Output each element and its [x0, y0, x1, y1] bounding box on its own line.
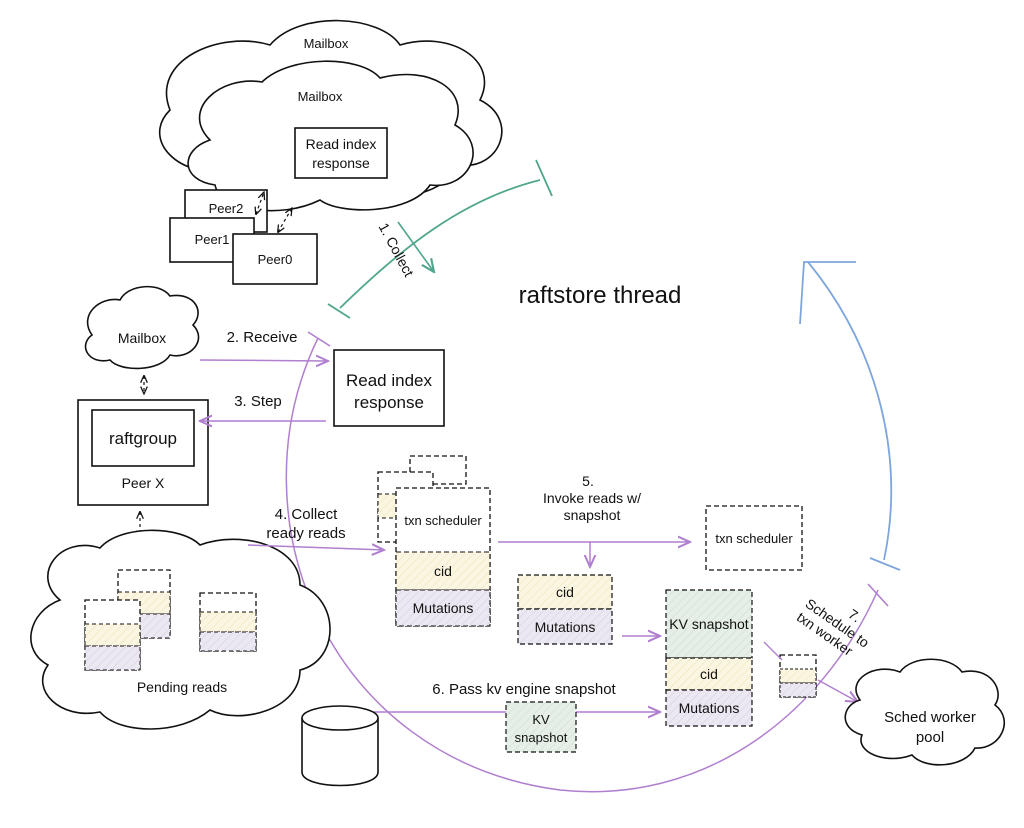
kv-cid-label: cid — [700, 666, 718, 682]
step-pass-kv-label: 6. Pass kv engine snapshot — [432, 681, 616, 698]
return-arc — [807, 261, 893, 561]
pending-read-stack-b — [84, 599, 141, 671]
txn-stack-card — [395, 487, 491, 627]
schedule-arrow — [817, 679, 858, 702]
top-read-index-response — [294, 127, 388, 179]
receive-arrow — [199, 360, 328, 361]
to-kv-small-arrow — [763, 641, 783, 661]
bottom-kv-line2: snapshot — [515, 730, 568, 745]
center-response-line1: Read index — [346, 371, 433, 390]
step-invoke-line2: Invoke reads w/ — [543, 490, 641, 506]
collect-arrow — [397, 221, 434, 272]
sched-pool-line1: Sched worker — [884, 709, 976, 726]
collect-arc — [339, 179, 541, 309]
step-collect-ready-line2: ready reads — [266, 525, 345, 542]
peer0-box — [232, 233, 318, 285]
sched-pool-line2: pool — [916, 729, 944, 746]
left-mailbox-label: Mailbox — [118, 330, 166, 346]
collect-arc-tick-a — [327, 303, 351, 319]
center-response-line2: response — [354, 393, 424, 412]
stack-txn-scheduler-label: txn scheduler — [404, 513, 482, 528]
collect-ready-arrow — [247, 545, 384, 550]
stack-mutations-label: Mutations — [413, 600, 474, 616]
raftstore-thread-title: raftstore thread — [519, 282, 682, 309]
step-receive-label: 2. Receive — [227, 329, 298, 346]
kv-snapshot-label: KV snapshot — [669, 616, 748, 632]
peer1-label: Peer1 — [195, 232, 230, 247]
arc-tick-start — [307, 331, 331, 347]
bottom-kv-line1: KV — [532, 712, 550, 727]
pending-reads-label: Pending reads — [137, 679, 227, 695]
return-arc-tick — [869, 557, 901, 571]
raftgroup-box — [91, 409, 195, 467]
sched-worker-pool-cloud — [844, 658, 1006, 766]
return-arrowhead — [799, 261, 856, 325]
step-invoke-line3: snapshot — [564, 507, 621, 523]
scheduled-task-card — [779, 654, 817, 698]
step-step-label: 3. Step — [234, 393, 282, 410]
pending-reads-cloud — [30, 529, 331, 730]
top-response-line1: Read index — [306, 136, 377, 152]
kv-mutations-label: Mutations — [679, 700, 740, 716]
stack-cid-label: cid — [434, 563, 452, 579]
bottom-kv-snapshot-box — [505, 701, 577, 753]
collect-arc-tick-b — [535, 159, 553, 197]
kv-snapshot-card — [665, 589, 753, 727]
kv-engine-database-icon — [301, 705, 379, 787]
right-txn-scheduler-box — [705, 505, 803, 571]
right-txn-scheduler-label: txn scheduler — [715, 531, 793, 546]
step-invoke-line1: 5. — [582, 473, 594, 489]
step-collect-ready-line1: 4. Collect — [275, 506, 338, 523]
arc-tick-end — [867, 583, 889, 607]
right-mutations-label: Mutations — [535, 619, 596, 635]
mailbox-back-label: Mailbox — [304, 36, 349, 51]
right-cid-label: cid — [556, 584, 574, 600]
mailbox-front-label: Mailbox — [298, 89, 343, 104]
raftgroup-label: raftgroup — [109, 429, 177, 448]
peer2-label: Peer2 — [209, 201, 244, 216]
cid-mutations-card — [517, 574, 613, 645]
center-read-index-response — [333, 349, 445, 427]
peer2-mailbox-link — [256, 192, 264, 214]
raftstore-thread-arc — [285, 337, 879, 793]
top-response-line2: response — [312, 155, 370, 171]
peer-x-label: Peer X — [122, 475, 165, 491]
peer0-mailbox-link — [278, 208, 292, 232]
peer0-label: Peer0 — [258, 252, 293, 267]
left-mailbox-cloud — [84, 285, 200, 370]
pending-read-stack-c — [199, 592, 257, 652]
